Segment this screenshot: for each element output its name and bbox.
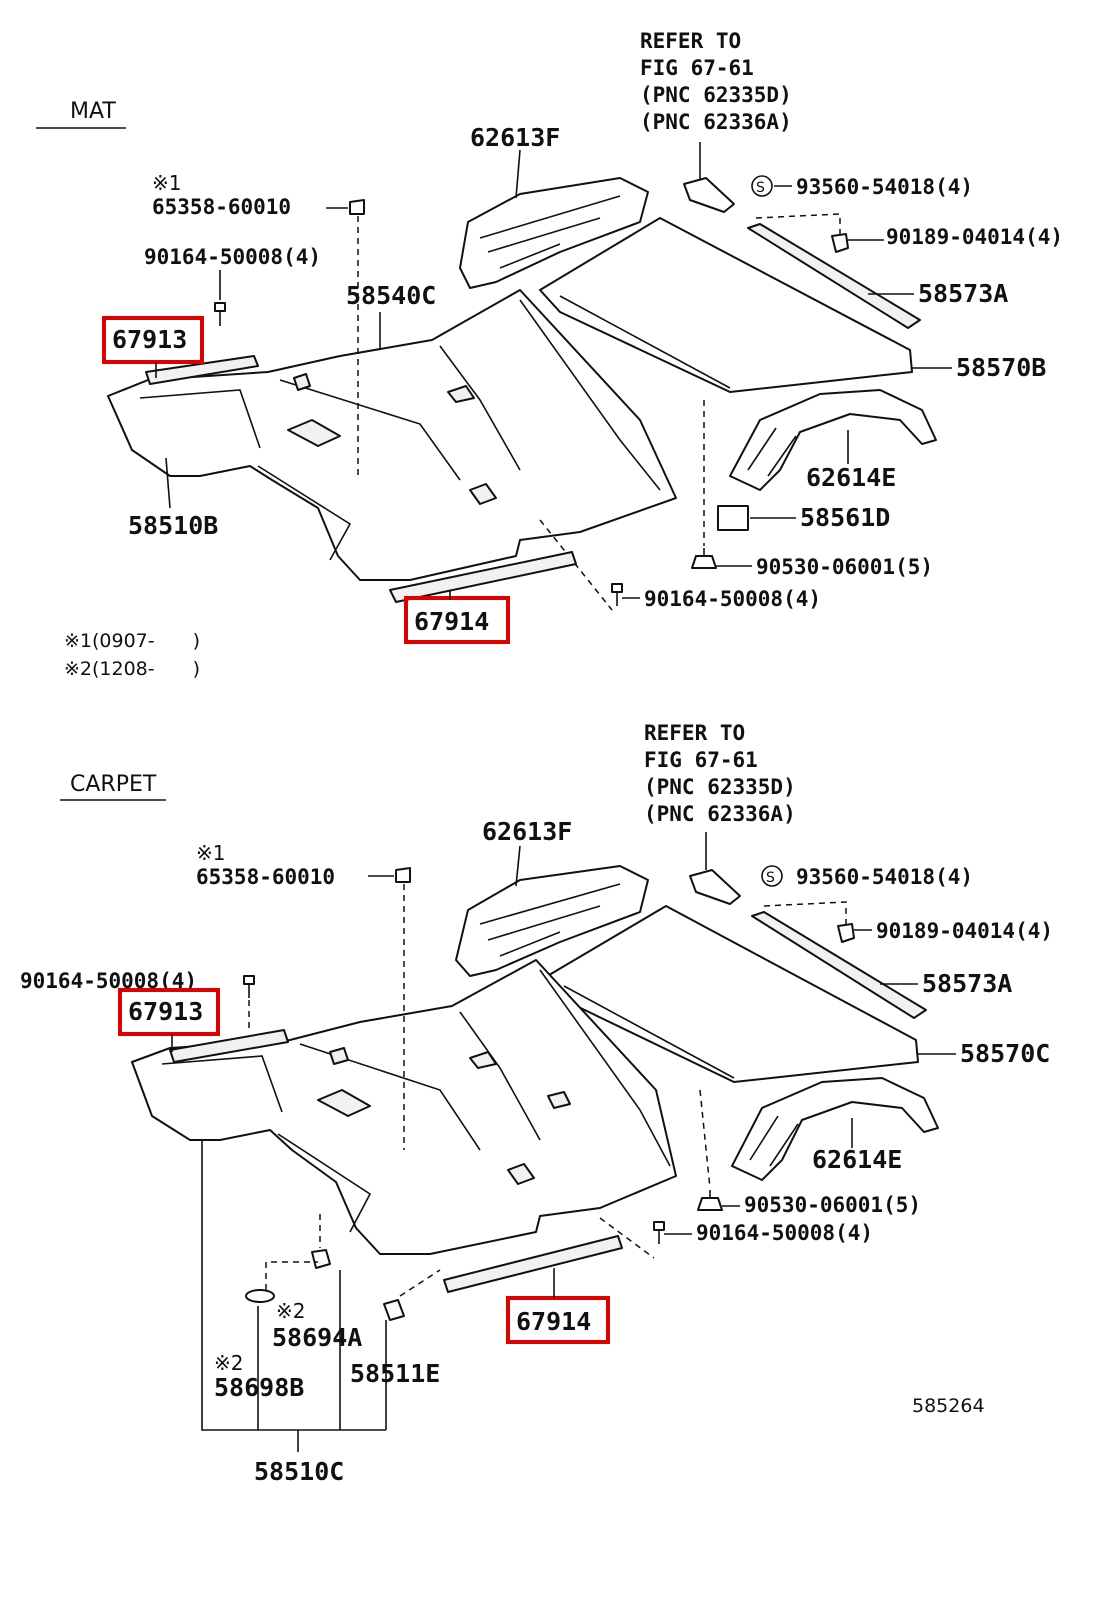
svg-text:S: S	[766, 870, 775, 886]
carpet-section: CARPET REFER TO FIG 67-61 (PNC 62335D) (…	[20, 721, 1053, 1486]
carpet-label-58570C: 58570C	[960, 1039, 1050, 1068]
mat-refer-line-4: (PNC 62336A)	[640, 110, 792, 134]
mat-label-93560: 93560-54018(4)	[796, 175, 973, 199]
mat-highlight-67913	[102, 316, 204, 364]
mat-label-62613F: 62613F	[470, 123, 560, 152]
carpet-part-67913-strip[interactable]	[169, 1029, 289, 1063]
mat-part-58510B[interactable]	[107, 289, 677, 581]
carpet-label-mark1: ※1	[196, 841, 225, 865]
mat-clip-65358	[349, 199, 365, 215]
carpet-label-58694A: 58694A	[272, 1323, 362, 1352]
clip-icon	[831, 233, 849, 253]
carpet-fastener-58698B	[245, 1289, 275, 1303]
mat-part-67914-strip[interactable]	[389, 551, 577, 603]
carpet-label-58511E: 58511E	[350, 1359, 440, 1388]
mat-part-58573A[interactable]	[747, 223, 921, 329]
mat-part-62614E[interactable]	[729, 389, 937, 491]
carpet-label-58573A: 58573A	[922, 969, 1012, 998]
carpet-fastener-90530	[697, 1190, 723, 1211]
mat-bracket	[683, 177, 735, 213]
carpet-label-62613F: 62613F	[482, 817, 572, 846]
carpet-refer-line-2: FIG 67-61	[644, 748, 758, 772]
mat-title: MAT	[70, 99, 116, 124]
mat-label-62614E: 62614E	[806, 463, 896, 492]
carpet-label-62614E: 62614E	[812, 1145, 902, 1174]
screw-icon	[214, 302, 226, 326]
s-circle-icon	[761, 865, 783, 887]
carpet-label-mark2b: ※2	[214, 1351, 243, 1375]
carpet-label-58510C: 58510C	[254, 1457, 344, 1486]
carpet-highlight-67914	[506, 1296, 610, 1344]
carpet-label-mark2a: ※2	[276, 1299, 305, 1323]
carpet-label-90164b: 90164-50008(4)	[696, 1221, 873, 1245]
mat-label-90164a: 90164-50008(4)	[144, 245, 321, 269]
carpet-part-67914-strip[interactable]	[443, 1235, 623, 1293]
s-circle-icon	[751, 175, 773, 197]
mat-label-58510B: 58510B	[128, 511, 218, 540]
mat-part-58570B[interactable]	[539, 217, 913, 393]
carpet-label-58698B: 58698B	[214, 1373, 304, 1402]
mat-refer-line-1: REFER TO	[640, 29, 741, 53]
carpet-title: CARPET	[70, 772, 157, 797]
carpet-label-67914: 67914	[516, 1307, 591, 1336]
mat-label-65358: 65358-60010	[152, 195, 291, 219]
mat-label-67913: 67913	[112, 325, 187, 354]
mat-label-90189: 90189-04014(4)	[886, 225, 1063, 249]
mat-part-58561D[interactable]	[717, 505, 749, 531]
carpet-refer-line-3: (PNC 62335D)	[644, 775, 796, 799]
screw-icon	[243, 975, 255, 998]
mat-seat-bump	[287, 419, 341, 447]
carpet-fastener-58694A	[311, 1249, 331, 1269]
mat-fastener-90530	[691, 548, 717, 569]
screw-icon	[611, 583, 623, 606]
mat-refer-line-3: (PNC 62335D)	[640, 83, 792, 107]
carpet-refer-line-4: (PNC 62336A)	[644, 802, 796, 826]
carpet-clip-65358	[395, 867, 411, 883]
svg-text:S: S	[756, 180, 765, 196]
mat-label-58561D: 58561D	[800, 503, 890, 532]
carpet-label-90530: 90530-06001(5)	[744, 1193, 921, 1217]
mat-highlight-67914	[404, 596, 510, 644]
carpet-highlight-67913	[118, 988, 220, 1036]
carpet-label-90189: 90189-04014(4)	[876, 919, 1053, 943]
mat-note-2: ※2(1208- )	[64, 658, 200, 680]
carpet-refer-line-1: REFER TO	[644, 721, 745, 745]
screw-icon	[653, 1221, 665, 1244]
mat-label-mark1: ※1	[152, 171, 181, 195]
carpet-bracket	[689, 869, 741, 905]
figure-id: 585264	[912, 1395, 985, 1417]
clip-icon	[837, 923, 855, 943]
carpet-label-65358: 65358-60010	[196, 865, 335, 889]
carpet-part-58573A[interactable]	[751, 911, 927, 1019]
mat-note-1: ※1(0907- )	[64, 630, 200, 652]
carpet-label-93560: 93560-54018(4)	[796, 865, 973, 889]
carpet-part-62614E[interactable]	[731, 1077, 939, 1181]
mat-label-67914: 67914	[414, 607, 489, 636]
mat-label-90164b: 90164-50008(4)	[644, 587, 821, 611]
mat-part-62613F[interactable]	[459, 177, 649, 289]
mat-label-90530: 90530-06001(5)	[756, 555, 933, 579]
mat-label-58570B: 58570B	[956, 353, 1046, 382]
mat-refer-line-2: FIG 67-61	[640, 56, 754, 80]
carpet-fastener-58511E	[383, 1299, 405, 1321]
carpet-label-67913: 67913	[128, 997, 203, 1026]
mat-label-58540C: 58540C	[346, 281, 436, 310]
mat-label-58573A: 58573A	[918, 279, 1008, 308]
mat-part-67913-strip[interactable]	[145, 355, 259, 385]
mat-section: MAT REFER TO FIG 67-61 (PNC 62335D) (PNC…	[36, 29, 1063, 680]
